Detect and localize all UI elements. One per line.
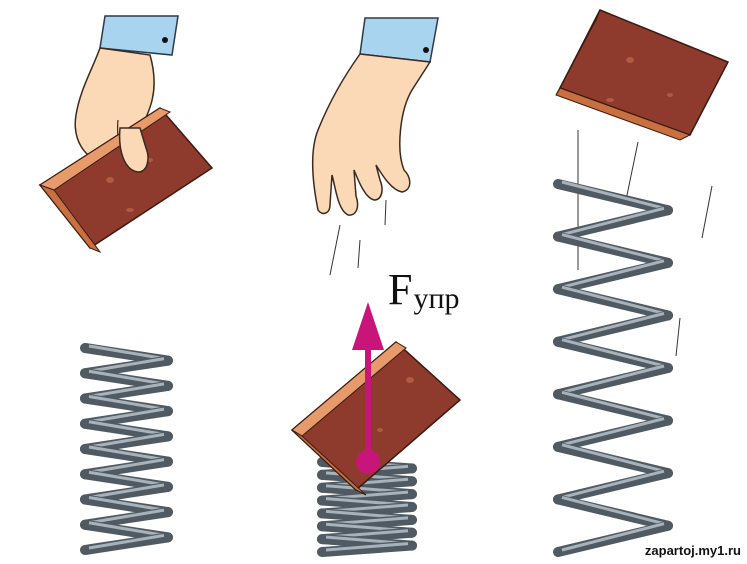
spring-extended [553, 179, 673, 557]
hand-open-icon [312, 53, 432, 216]
brick-on-spring [290, 341, 462, 496]
watermark: zapartoj.my1.ru [644, 543, 741, 558]
force-arrow [352, 302, 384, 474]
thumb [118, 127, 149, 173]
left-panel [38, 15, 214, 555]
middle-panel [290, 17, 462, 557]
shirt-cuff-left [99, 15, 179, 56]
force-subscript: упр [413, 282, 460, 315]
spring-relaxed [80, 343, 173, 555]
spring-compressed [317, 457, 417, 557]
motion-lines-middle [329, 199, 387, 276]
force-label: Fупр [388, 268, 460, 317]
motion-lines-right [577, 130, 713, 357]
right-panel [553, 9, 730, 557]
force-letter: F [388, 265, 413, 314]
brick-flying [555, 9, 730, 141]
